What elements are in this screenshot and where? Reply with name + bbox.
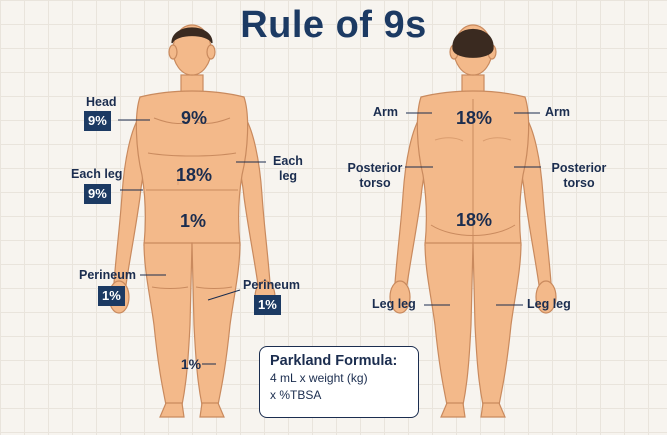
head-pct-badge: 9% xyxy=(84,111,111,131)
posterior-torso-right-line1: Posterior xyxy=(542,161,616,176)
each-leg-label-line1: Each xyxy=(268,154,308,169)
arm-label-right: Arm xyxy=(545,105,570,120)
front-shin-pct: 1% xyxy=(176,356,206,372)
perineum-pct-badge-left: 1% xyxy=(98,286,125,306)
posterior-torso-label-left: Posterior torso xyxy=(340,161,410,191)
arm-label-left: Arm xyxy=(373,105,398,120)
front-abdomen-pct: 18% xyxy=(168,165,220,186)
each-leg-label-right: Each leg xyxy=(268,154,308,184)
each-leg-pct-badge: 9% xyxy=(84,184,111,204)
posterior-torso-left-line1: Posterior xyxy=(340,161,410,176)
posterior-torso-right-line2: torso xyxy=(542,176,616,191)
back-upper-pct: 18% xyxy=(451,108,497,129)
perineum-label-left: Perineum xyxy=(79,268,136,283)
perineum-pct-badge-right: 1% xyxy=(254,295,281,315)
parkland-formula-box: Parkland Formula: 4 mL x weight (kg) x %… xyxy=(259,346,419,418)
head-label: Head xyxy=(86,95,117,110)
perineum-label-right: Perineum xyxy=(243,278,300,293)
formula-line-1: 4 mL x weight (kg) xyxy=(270,370,408,387)
leg-label-left: Leg leg xyxy=(372,297,416,312)
front-chest-pct: 9% xyxy=(172,108,216,129)
front-pelvis-pct: 1% xyxy=(170,211,216,232)
posterior-torso-left-line2: torso xyxy=(340,176,410,191)
each-leg-label-line2: leg xyxy=(268,169,308,184)
formula-title: Parkland Formula: xyxy=(270,352,408,370)
back-lower-pct: 18% xyxy=(451,210,497,231)
posterior-torso-label-right: Posterior torso xyxy=(542,161,616,191)
each-leg-label-left: Each leg xyxy=(71,167,122,182)
leg-label-right: Leg leg xyxy=(527,297,571,312)
back-hair xyxy=(453,30,493,58)
formula-line-2: x %TBSA xyxy=(270,387,408,404)
